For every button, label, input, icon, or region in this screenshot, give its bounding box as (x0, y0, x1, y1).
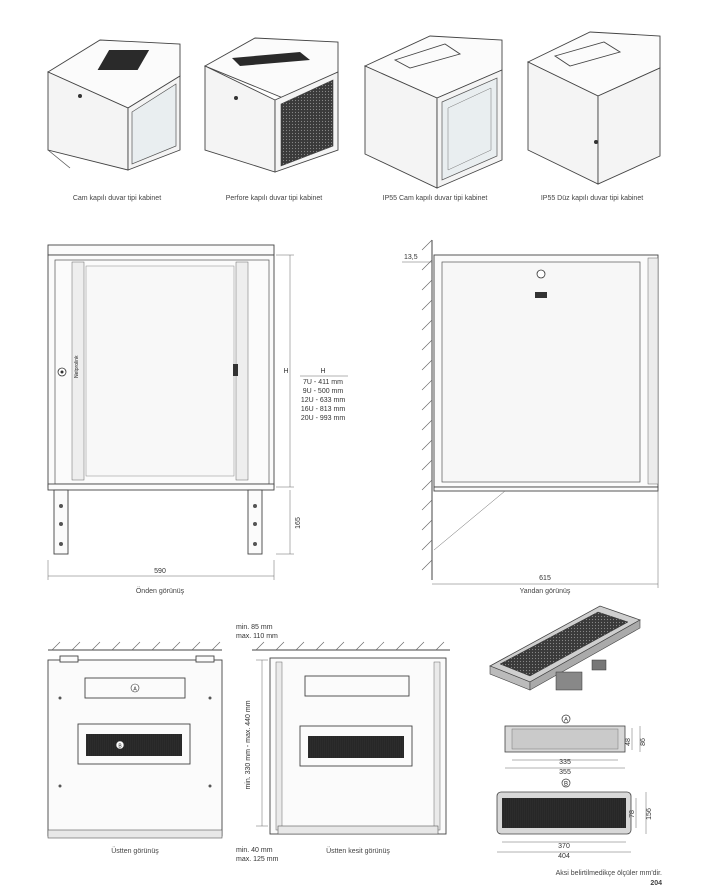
section-vertical-range: min. 330 mm - max. 440 mm (245, 700, 252, 789)
caption-front-view: Önden görünüş (136, 587, 185, 595)
detail-b-outer-dim: 404 (558, 853, 570, 860)
front-view-drawing (47, 244, 275, 555)
top-view-marker-b: B (118, 744, 122, 750)
caption-section-view: Üstten kesit görünüş (326, 847, 390, 855)
caption-side-view: Yandan görünüş (520, 588, 571, 595)
page-number: 204 (650, 880, 662, 886)
height-table-header: H (320, 368, 325, 375)
fan-tray-isometric (489, 605, 641, 691)
height-table: H 7U - 411 mm 9U - 500 mm 12U - 633 mm 1… (300, 368, 348, 422)
detail-a-inner-height: 48 (625, 738, 632, 746)
side-view-drawing (421, 239, 659, 580)
front-height-label: H (283, 368, 288, 375)
height-table-row-16u: 16U - 813 mm (301, 406, 346, 413)
section-max-bottom: max. 125 mm (236, 856, 279, 863)
detail-b-outer-height: 156 (646, 808, 653, 820)
detail-a-outer-dim: 355 (559, 769, 571, 776)
side-offset-dim: 13,5 (404, 254, 418, 261)
front-brand-logo: Netprolink (74, 355, 80, 378)
caption-top-view: Üstten görünüş (111, 847, 159, 855)
side-depth-dim: 615 (539, 575, 551, 582)
caption-ip55-glass-door: IP55 Cam kapılı duvar tipi kabinet (383, 195, 488, 202)
front-bracket-dim: 165 (295, 517, 302, 529)
section-min-bottom: min. 40 mm (236, 847, 273, 854)
height-table-row-7u: 7U - 411 mm (303, 379, 343, 386)
top-view-marker-a: A (133, 687, 137, 693)
product-ip55-solid-door-cabinet (526, 31, 661, 185)
caption-glass-door: Cam kapılı duvar tipi kabinet (73, 195, 161, 202)
caption-ip55-solid-door: IP55 Düz kapılı duvar tipi kabinet (541, 195, 643, 202)
detail-b-inner-dim: 370 (558, 843, 570, 850)
section-max-top: max. 110 mm (236, 633, 278, 640)
front-width-dim: 590 (154, 568, 166, 575)
detail-b-marker: B (564, 782, 568, 788)
product-ip55-glass-door-cabinet (363, 35, 503, 189)
top-view-drawing (47, 641, 223, 839)
units-footnote: Aksi belirtilmedikçe ölçüler mm'dir. (556, 870, 662, 877)
height-table-row-12u: 12U - 633 mm (301, 397, 346, 404)
height-table-row-9u: 9U - 500 mm (303, 388, 344, 395)
section-min-top: min. 85 mm (236, 624, 273, 631)
height-table-row-20u: 20U - 993 mm (301, 415, 346, 422)
detail-a-marker: A (564, 718, 568, 724)
detail-b-inner-height: 78 (629, 810, 636, 818)
detail-a-inner-dim: 335 (559, 759, 571, 766)
product-glass-door-cabinet (47, 39, 181, 171)
detail-a-outer-height: 86 (640, 738, 647, 746)
product-perforated-door-cabinet (203, 37, 339, 173)
top-section-view-drawing (252, 641, 450, 835)
caption-perforated-door: Perfore kapılı duvar tipi kabinet (226, 195, 323, 202)
